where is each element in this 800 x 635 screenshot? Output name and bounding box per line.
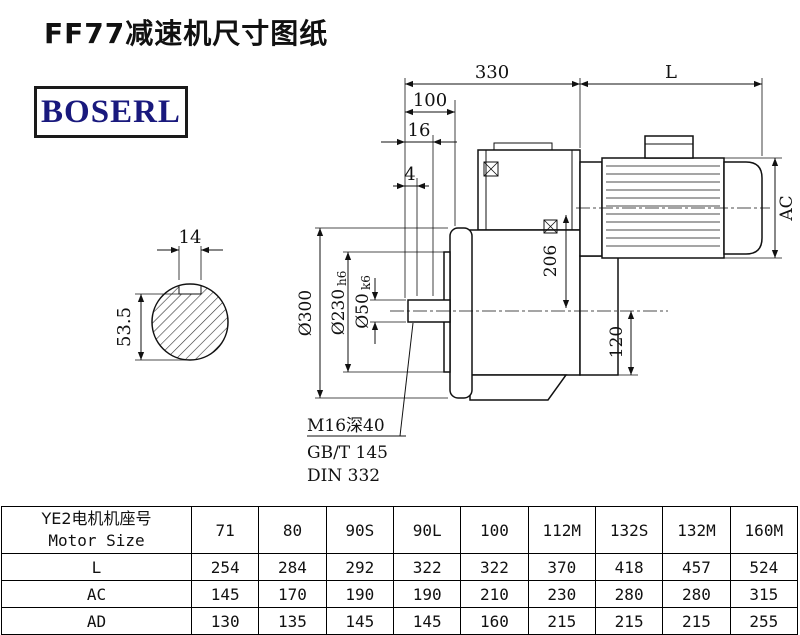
table-cell: 280: [594, 580, 664, 608]
shaft-section-view: [151, 283, 229, 361]
table-cell: 230: [527, 580, 596, 608]
table-cell: 210: [460, 580, 529, 608]
dim-dia50: Ø50 k6: [353, 275, 406, 344]
motor-adapter-flange: [579, 161, 603, 257]
table-cell: 190: [392, 580, 462, 608]
dim-dia230-value: Ø230: [329, 289, 349, 335]
table-header-cell: 160M: [729, 506, 799, 554]
dim-4-value: 4: [404, 164, 415, 185]
table-cell: 215: [527, 607, 596, 635]
dim-key-height-value: 53.5: [114, 307, 135, 347]
table-cell: 322: [392, 553, 462, 581]
gearbox-housing: [469, 142, 619, 401]
dim-206-value: 206: [541, 245, 561, 277]
dim-key-height: 53.5: [114, 293, 188, 361]
dimension-drawing: 14 53.5: [114, 62, 797, 486]
table-cell: 315: [729, 580, 799, 608]
dim-key-width: 14: [157, 227, 223, 280]
dim-dia230: Ø230 h6: [329, 251, 448, 373]
dim-L-value: L: [665, 62, 677, 83]
table-row: L 254 284 292 322 322 370 418 457 524: [1, 553, 799, 581]
table-header-cell: 80: [258, 506, 327, 554]
table-cell: 280: [662, 580, 731, 608]
table-cell: 135: [258, 607, 327, 635]
table-cell: 145: [190, 580, 260, 608]
dim-key-width-value: 14: [179, 227, 202, 248]
bolt-symbol: [483, 161, 558, 234]
table-row: AC 145 170 190 190 210 230 280 280 315: [1, 580, 799, 608]
table-header-cell: 90L: [392, 506, 462, 554]
terminal-box: [644, 135, 694, 159]
table-cell: 254: [190, 553, 260, 581]
dim-330-value: 330: [475, 62, 509, 83]
table-header-row: YE2电机机座号 Motor Size 71 80 90S 90L 100 11…: [1, 506, 799, 554]
dim-120-value: 120: [607, 326, 627, 358]
table-cell: 130: [190, 607, 260, 635]
table-header-cell: 100: [460, 506, 529, 554]
brand-logo: BOSERL: [34, 86, 188, 138]
table-cell: 418: [594, 553, 664, 581]
thread-note: M16深40 GB/T 145 DIN 332: [307, 322, 414, 486]
dim-120: 120: [607, 311, 638, 376]
dim-100-value: 100: [413, 90, 447, 111]
table-cell: 170: [258, 580, 327, 608]
dim-16-value: 16: [408, 120, 431, 141]
row-label: AC: [1, 580, 192, 608]
table-cell: 284: [258, 553, 327, 581]
page-title: FF77减速机尺寸图纸: [44, 17, 329, 50]
table-header-cell: 71: [190, 506, 260, 554]
dim-16: 16: [381, 120, 457, 146]
housing-rear-block: [579, 255, 619, 376]
dim-dia50-value: Ø50: [353, 293, 373, 329]
table-cell: 370: [527, 553, 596, 581]
table-cell: 255: [729, 607, 799, 635]
table-cell: 457: [662, 553, 731, 581]
row-label: L: [1, 553, 192, 581]
dimension-table: YE2电机机座号 Motor Size 71 80 90S 90L 100 11…: [1, 506, 799, 635]
table-cell: 145: [392, 607, 462, 635]
dim-330: 330: [405, 62, 580, 88]
table-header-motor-size: YE2电机机座号 Motor Size: [1, 506, 192, 554]
table-cell: 215: [662, 607, 731, 635]
dim-dia300-value: Ø300: [296, 290, 316, 336]
table-header-cell: 112M: [527, 506, 596, 554]
thread-note-line3: DIN 332: [307, 466, 380, 486]
motor-fins: [606, 165, 720, 247]
table-cell: 292: [325, 553, 394, 581]
table-header-cell: 90S: [325, 506, 394, 554]
table-cell: 322: [460, 553, 529, 581]
dim-dia50-tolerance: k6: [359, 275, 373, 290]
table-cell: 190: [325, 580, 394, 608]
dim-100: 100: [405, 90, 455, 116]
dim-4: 4: [393, 164, 429, 190]
table-row: AD 130 135 145 145 160 215 215 215 255: [1, 607, 799, 635]
thread-note-line1: M16深40: [307, 416, 385, 436]
dim-AC-value: AC: [777, 195, 797, 221]
table-header-motor-size-en: Motor Size: [48, 531, 145, 550]
row-label: AD: [1, 607, 192, 635]
dim-dia300: Ø300: [296, 227, 448, 399]
thread-note-line2: GB/T 145: [307, 443, 388, 463]
dim-extension-lines: [404, 78, 763, 298]
dim-206: 206: [541, 215, 570, 308]
dim-AC: AC: [724, 157, 797, 259]
keyway: [178, 286, 202, 295]
table-cell: 215: [594, 607, 664, 635]
table-header-motor-size-cn: YE2电机机座号: [41, 509, 152, 528]
housing-foot: [469, 374, 568, 401]
motor-assembly: [579, 135, 763, 259]
dim-dia230-tolerance: h6: [335, 271, 349, 286]
table-cell: 160: [460, 607, 529, 635]
shaft-section-circle: [152, 284, 228, 360]
table-cell: 524: [729, 553, 799, 581]
dim-L: L: [580, 62, 762, 88]
centerlines: [390, 207, 770, 312]
table-cell: 145: [325, 607, 394, 635]
table-header-cell: 132M: [662, 506, 731, 554]
table-header-cell: 132S: [594, 506, 664, 554]
